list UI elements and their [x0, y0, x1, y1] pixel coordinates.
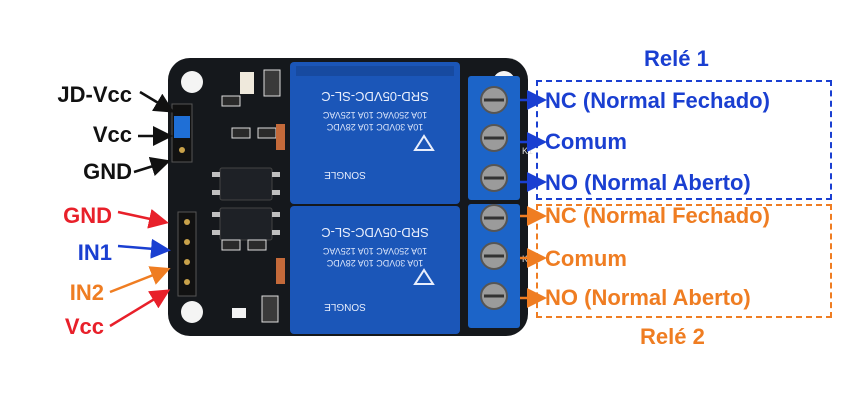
relay-top-model: SRD-05VDC-SL-C [321, 89, 429, 104]
label-vcc-top: Vcc [92, 122, 132, 147]
optocoupler [219, 207, 273, 241]
label-jd-vcc: JD-Vcc [57, 82, 132, 107]
relay-bottom-rating-2: 10A 30VDC 10A 28VDC [326, 258, 423, 268]
relay-bottom-brand: SONGLE [324, 301, 366, 312]
terminal-block-top [468, 76, 520, 200]
mount-hole [181, 301, 203, 323]
relay-bottom-model: SRD-05VDC-SL-C [321, 225, 429, 240]
arrow-jd-vcc [139, 90, 175, 113]
label-gnd-top: GND [83, 159, 132, 184]
label-in2: IN2 [69, 280, 104, 305]
relay-top-brand: SONGLE [324, 169, 366, 180]
smd-components [221, 69, 285, 323]
arrow-gnd-bottom [117, 209, 169, 229]
relay2-box [536, 204, 832, 318]
arrow-vcc-bottom [109, 289, 171, 328]
arrow-in2 [109, 266, 171, 294]
relay1-com-label: Comum [545, 129, 627, 154]
relay-top: SRD-05VDC-SL-C 10A 250VAC 10A 125VAC 10A… [290, 62, 460, 204]
relay-bottom-rating-1: 10A 250VAC 10A 125VAC [322, 246, 427, 256]
optocoupler [219, 167, 273, 201]
terminal-block-bottom [468, 204, 520, 328]
relay2-nc-label: NC (Normal Fechado) [545, 203, 770, 228]
relay1-box [536, 80, 832, 200]
relay2-title: Relé 2 [640, 324, 705, 349]
label-vcc-bottom: Vcc [64, 314, 104, 339]
jumper-header [171, 103, 193, 163]
relay-top-rating-2: 10A 30VDC 10A 28VDC [326, 122, 423, 132]
relay-bottom: SRD-05VDC-SL-C 10A 250VAC 10A 125VAC 10A… [290, 206, 460, 334]
relay1-title: Relé 1 [644, 46, 709, 71]
label-gnd-bottom: GND [63, 203, 112, 228]
relay2-no-label: NO (Normal Aberto) [545, 285, 751, 310]
label-in1: IN1 [77, 240, 112, 265]
relay1-nc-label: NC (Normal Fechado) [545, 88, 770, 113]
mount-hole [181, 71, 203, 93]
arrow-gnd-top [133, 156, 171, 177]
arrow-in1 [117, 238, 171, 259]
relay1-no-label: NO (Normal Aberto) [545, 170, 751, 195]
input-header [177, 211, 197, 297]
relay2-com-label: Comum [545, 246, 627, 271]
terminal-k1-label: K1 [522, 146, 533, 156]
relay-top-rating-1: 10A 250VAC 10A 125VAC [322, 110, 427, 120]
